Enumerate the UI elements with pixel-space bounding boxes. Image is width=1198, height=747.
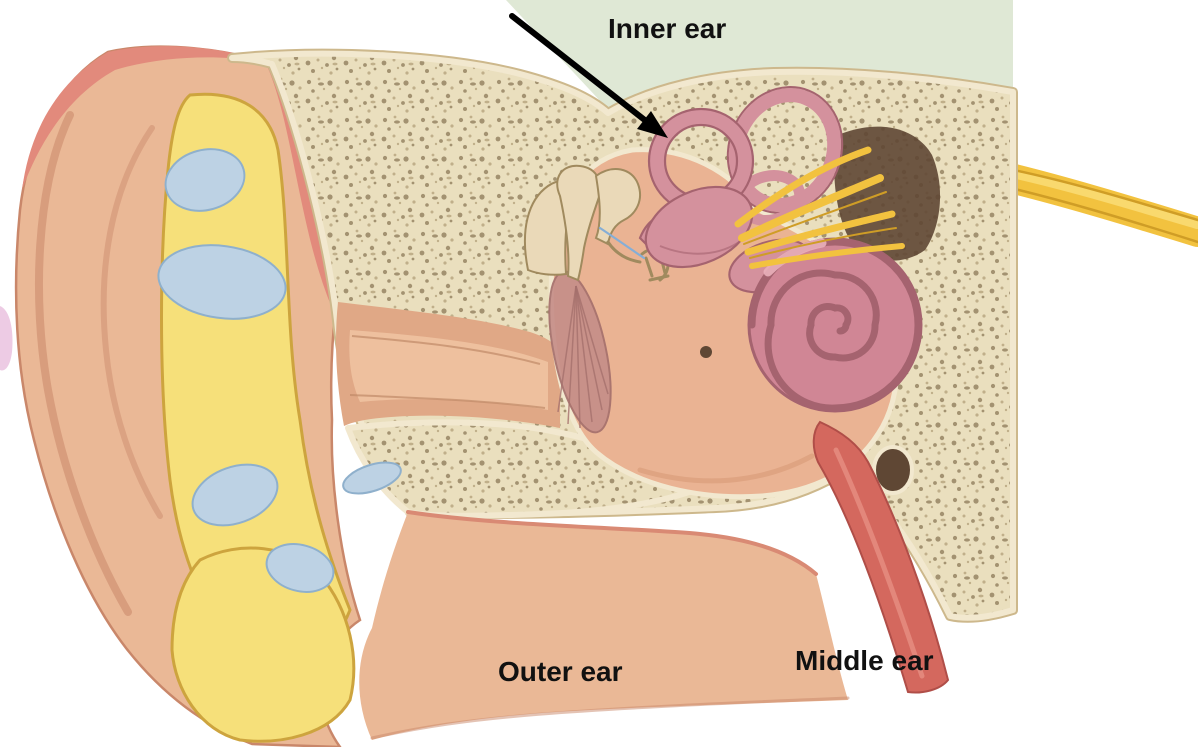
lower-band-bottom-shade bbox=[370, 696, 850, 740]
cartilage-blob-lower bbox=[191, 463, 279, 527]
left-edge-sliver bbox=[0, 306, 13, 371]
muscle-highlight bbox=[833, 447, 925, 679]
round-window-dot bbox=[700, 346, 712, 358]
cartilage-sliver-under-canal bbox=[342, 461, 402, 495]
incus-long-process bbox=[606, 240, 642, 264]
label-inner-ear: Inner ear bbox=[608, 13, 726, 44]
cochlea-spiral bbox=[748, 238, 922, 412]
canal-wall-line-upper bbox=[351, 335, 541, 365]
green-backdrop-shape bbox=[506, 0, 1013, 118]
cochlea-highlight bbox=[763, 238, 827, 277]
ear-canal-core bbox=[349, 330, 548, 410]
cartilage-blob-lobe bbox=[265, 543, 335, 593]
vestibule bbox=[644, 185, 754, 269]
nerve-cable-highlight bbox=[999, 168, 1198, 229]
vestibule-shading bbox=[659, 239, 743, 255]
helix-fold-line bbox=[34, 111, 132, 616]
nerve-cable-line-2 bbox=[1000, 184, 1198, 244]
ear-canal bbox=[336, 302, 560, 428]
drum-striation-6 bbox=[575, 285, 609, 395]
ossicles bbox=[524, 164, 670, 282]
lower-tissue-band bbox=[342, 461, 850, 740]
stapedius-ligament bbox=[598, 226, 646, 260]
inner-ear-arrow-head bbox=[637, 111, 668, 138]
auditory-nerve-cable bbox=[987, 161, 1198, 247]
inner-ear bbox=[638, 86, 941, 495]
malleus bbox=[556, 164, 602, 282]
cartilage-blob-middle bbox=[157, 244, 287, 320]
drum-striation-2 bbox=[567, 285, 577, 425]
nerve-strand-line-1 bbox=[743, 191, 887, 245]
incus bbox=[594, 168, 642, 246]
cartilage-blob-upper bbox=[164, 148, 246, 212]
internal-acoustic-opening bbox=[834, 126, 941, 261]
drum-striation-3 bbox=[575, 285, 581, 429]
nerve-strand-2 bbox=[744, 210, 896, 256]
antihelix-ridge-line bbox=[100, 125, 163, 519]
small-bone-foramen bbox=[872, 445, 914, 495]
label-outer-ear: Outer ear bbox=[498, 656, 623, 687]
drum-striation-5 bbox=[575, 285, 603, 411]
cavity-shading bbox=[637, 453, 815, 484]
eardrum bbox=[548, 270, 612, 434]
nerve-cable bbox=[987, 161, 1198, 247]
canal-wall-line-lower bbox=[349, 394, 546, 409]
nerve-cable-line-1 bbox=[1002, 166, 1198, 222]
annotations: Inner ear Outer ear Middle ear bbox=[498, 13, 934, 687]
drum-striation-4 bbox=[575, 285, 593, 423]
nerve-strand-1 bbox=[738, 174, 884, 242]
inner-ear-arrow-shaft bbox=[509, 13, 649, 124]
nerve-strand-3 bbox=[749, 243, 905, 269]
outer-ear-pinna bbox=[0, 45, 362, 747]
label-middle-ear: Middle ear bbox=[795, 645, 934, 676]
nerve-strand-4 bbox=[734, 146, 872, 228]
neck-muscle bbox=[812, 420, 950, 694]
helix-pink-rim bbox=[22, 46, 262, 191]
nerve-strand-line-2 bbox=[749, 227, 897, 259]
drum-striation-1 bbox=[557, 285, 577, 413]
green-backdrop bbox=[506, 0, 1013, 118]
lower-band-skin bbox=[359, 512, 848, 740]
lower-band-top-edge bbox=[406, 510, 818, 576]
